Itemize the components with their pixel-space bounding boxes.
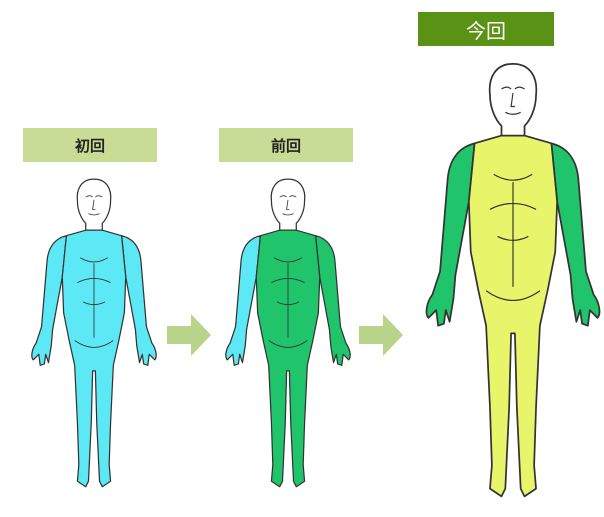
arrow-right-icon (165, 312, 213, 358)
left-arm-region (427, 143, 475, 325)
label-first-visit: 初回 (23, 128, 157, 162)
left-arm-region (32, 236, 67, 366)
label-current-visit: 今回 (418, 12, 554, 46)
right-arm-region (316, 236, 351, 366)
right-arm-region (122, 236, 157, 366)
arrow-right-icon (357, 312, 405, 358)
right-arm-region (551, 143, 599, 325)
body-figure-previous (219, 175, 357, 495)
body-figure-current (417, 58, 604, 508)
left-arm-region (226, 236, 261, 366)
label-previous-visit: 前回 (219, 128, 353, 162)
body-figure-first (25, 175, 163, 495)
